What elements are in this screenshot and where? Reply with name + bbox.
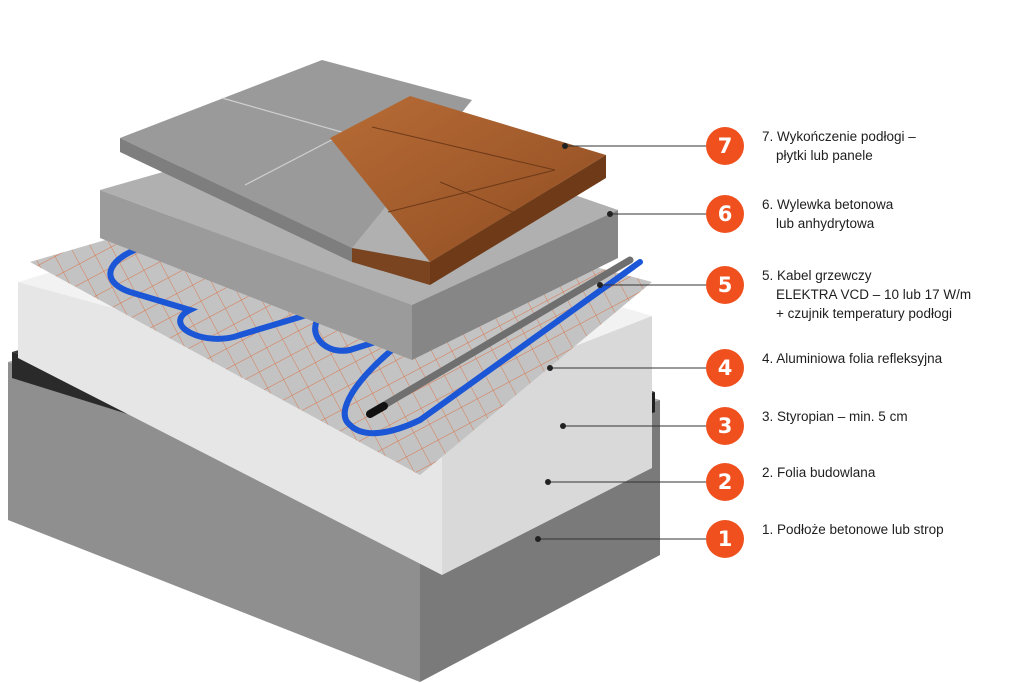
- layer-description: 4. Aluminiowa folia refleksyjna: [762, 351, 943, 366]
- callout-layer-6: 6 6. Wylewka betonowa lub anhydrytowa: [706, 195, 1006, 239]
- layer-5-heating-cable: [107, 242, 643, 437]
- number-badge: 4: [706, 349, 744, 387]
- layer-description: 6. Wylewka betonowa lub anhydrytowa: [762, 197, 894, 231]
- number-badge: 7: [706, 127, 744, 165]
- number-badge: 3: [706, 407, 744, 445]
- callout-layer-3: 3 3. Styropian – min. 5 cm: [706, 407, 1006, 451]
- layer-description: 1. Podłoże betonowe lub strop: [762, 522, 944, 537]
- leader-lines: [538, 145, 706, 540]
- number-badge: 6: [706, 195, 744, 233]
- layer-description: 5. Kabel grzewczy ELEKTRA VCD – 10 lub 1…: [762, 268, 972, 321]
- layer-description: 3. Styropian – min. 5 cm: [762, 409, 908, 424]
- layer-description: 7. Wykończenie podłogi – płytki lub pane…: [762, 129, 916, 163]
- callout-layer-4: 4 4. Aluminiowa folia refleksyjna: [706, 349, 1006, 393]
- leader-dots: [535, 143, 613, 542]
- callout-layer-5: 5 5. Kabel grzewczy ELEKTRA VCD – 10 lub…: [706, 266, 1006, 321]
- number-badge: 2: [706, 463, 744, 501]
- number-badge: 5: [706, 266, 744, 304]
- layer-7-floor-finish: [120, 60, 606, 285]
- temperature-sensor: [372, 256, 634, 414]
- callout-layer-2: 2 2. Folia budowlana: [706, 463, 1006, 507]
- number-badge: 1: [706, 520, 744, 558]
- callout-layer-1: 1 1. Podłoże betonowe lub strop: [706, 520, 1006, 564]
- callout-layer-7: 7 7. Wykończenie podłogi – płytki lub pa…: [706, 127, 1006, 171]
- layer-description: 2. Folia budowlana: [762, 465, 876, 480]
